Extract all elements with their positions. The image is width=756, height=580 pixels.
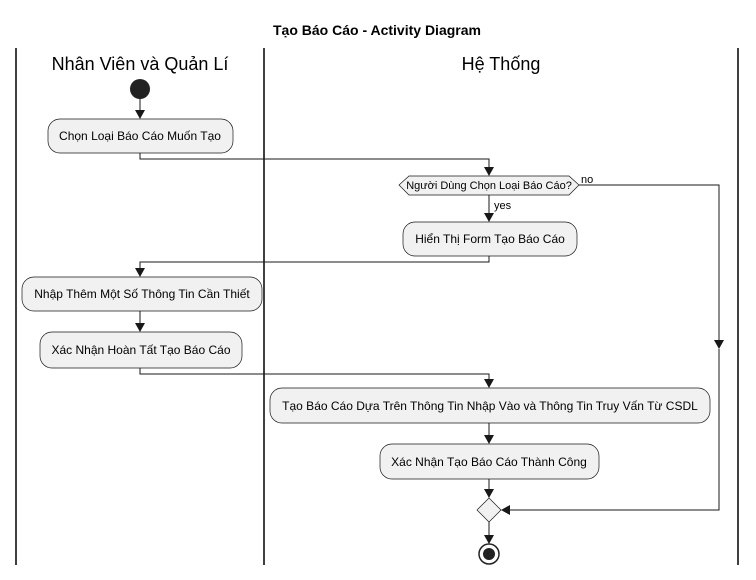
arrowhead <box>714 340 724 349</box>
activity-confirm-done-label: Xác Nhận Hoàn Tất Tạo Báo Cáo <box>51 343 230 357</box>
activity-choose-report-type-label: Chọn Loại Báo Cáo Muốn Tạo <box>59 129 221 143</box>
decision-label: Người Dùng Chọn Loại Báo Cáo? <box>406 180 572 192</box>
edge-confirm-to-create <box>139 368 490 381</box>
edge-form-to-enter-info <box>139 256 490 270</box>
arrowhead <box>484 213 494 222</box>
lane-header-system: Hệ Thống <box>462 54 541 74</box>
arrowhead <box>484 535 494 544</box>
guard-no: no <box>581 174 593 186</box>
activity-enter-info-label: Nhập Thêm Một Số Thông Tin Cần Thiết <box>34 287 250 301</box>
arrowhead <box>501 505 510 515</box>
activity-confirm-done <box>39 331 243 369</box>
arrowhead <box>135 268 145 277</box>
activity-confirm-success-label: Xác Nhận Tạo Báo Cáo Thành Công <box>391 455 587 469</box>
activity-enter-info <box>21 276 263 312</box>
arrowhead <box>484 167 494 176</box>
edge-no-branch <box>579 184 720 342</box>
arrowhead <box>484 379 494 388</box>
activity-show-form-label: Hiển Thị Form Tạo Báo Cáo <box>415 232 565 246</box>
lane-header-staff: Nhân Viên và Quản Lí <box>52 54 229 74</box>
activity-create-report-label: Tạo Báo Cáo Dựa Trên Thông Tin Nhập Vào … <box>282 399 698 413</box>
diagram-title: Tạo Báo Cáo - Activity Diagram <box>273 22 481 38</box>
start-node <box>130 79 150 99</box>
arrowhead <box>135 323 145 332</box>
arrowhead <box>135 110 145 119</box>
edge-no-to-merge <box>508 349 720 511</box>
end-node-inner <box>483 548 495 560</box>
activity-show-form <box>402 221 578 257</box>
arrowhead <box>484 435 494 444</box>
edge-choose-to-decision <box>139 153 490 169</box>
merge-node <box>476 497 502 523</box>
guard-yes: yes <box>494 200 512 212</box>
activity-create-report <box>269 387 711 424</box>
arrowhead <box>484 489 494 498</box>
